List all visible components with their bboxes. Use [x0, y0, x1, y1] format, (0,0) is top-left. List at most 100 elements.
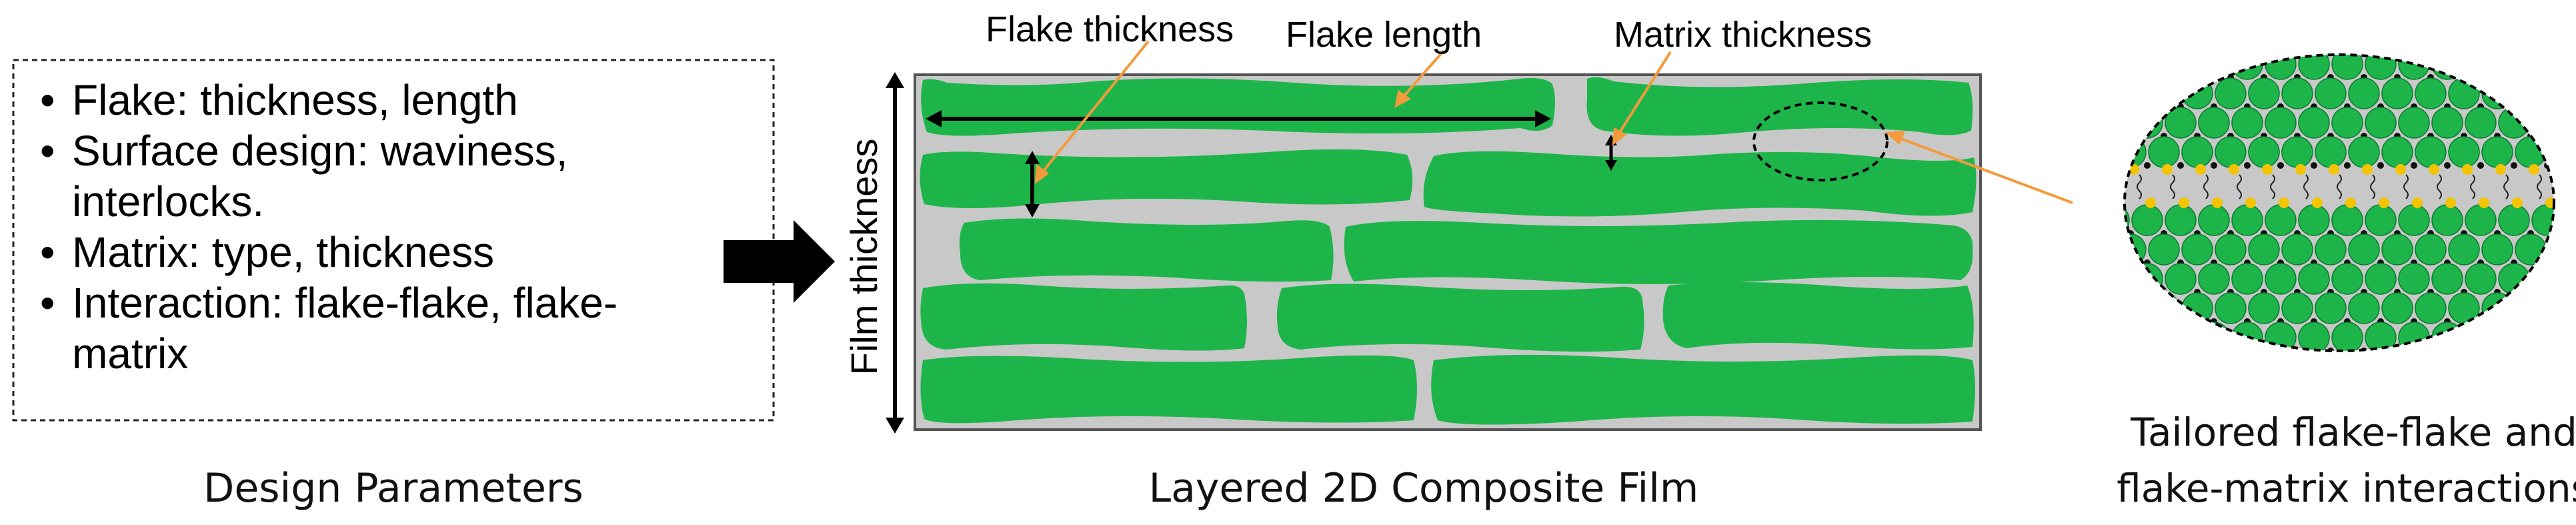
junction-node: [2427, 348, 2434, 351]
interaction-site: [2512, 197, 2523, 208]
interaction-site: [2429, 164, 2439, 175]
interaction-link: [2137, 174, 2142, 199]
junction-node: [2527, 74, 2534, 81]
junction-node: [2127, 289, 2134, 296]
flake-particle: [2481, 136, 2513, 168]
flake-particle: [2281, 77, 2313, 109]
flake: [1662, 282, 1974, 350]
interaction-site: [2312, 197, 2323, 208]
flake: [1431, 354, 1975, 425]
junction-node: [2144, 162, 2151, 169]
flake-particle: [2148, 292, 2180, 324]
junction-node: [2227, 348, 2234, 351]
interaction-site: [2262, 164, 2273, 175]
flake-particle: [2331, 204, 2363, 236]
junction-node: [2177, 162, 2184, 169]
flake-particle: [2125, 136, 2147, 168]
flake-particle: [2215, 136, 2247, 168]
junction-node: [2511, 318, 2517, 325]
flake-particle: [2148, 77, 2180, 109]
flake-particle: [2398, 55, 2430, 80]
film-thickness-arrowhead-top: [886, 72, 904, 88]
interaction-link: [2403, 174, 2409, 199]
interaction-site: [2479, 197, 2489, 208]
flake-particle: [2165, 322, 2197, 351]
zoom-outline: [2123, 53, 2555, 352]
flake-particle: [2515, 136, 2547, 168]
flake-particle: [2381, 77, 2413, 109]
junction-node: [2144, 103, 2151, 110]
flake-particle: [2381, 292, 2413, 324]
flake-particle: [2448, 292, 2480, 324]
interaction-link: [2370, 174, 2375, 199]
flake-particle: [2298, 263, 2330, 295]
flake: [921, 78, 1555, 136]
flake-particle: [2215, 233, 2247, 266]
leader-interaction-head: [1885, 130, 1905, 145]
interaction-site: [2295, 164, 2306, 175]
interaction-link: [2470, 174, 2475, 199]
flake-particle: [2265, 107, 2297, 139]
interaction-site: [2529, 164, 2539, 175]
annotation-leaders: [1034, 40, 2073, 204]
flake-particle: [2265, 204, 2297, 236]
flake-particle: [2481, 77, 2513, 109]
flake-particle: [2131, 55, 2163, 80]
flake-particle: [2531, 55, 2554, 80]
interaction-site: [2212, 197, 2223, 208]
flake-particle: [2315, 136, 2347, 168]
flake-particle: [2415, 292, 2447, 324]
interaction-site: [2245, 197, 2256, 208]
flake-particle: [2348, 77, 2380, 109]
flake: [920, 283, 1247, 351]
flake: [1276, 284, 1644, 352]
flake-particle: [2198, 204, 2230, 236]
junction-node: [2277, 162, 2284, 169]
flake-particle: [2465, 204, 2497, 236]
design-parameters-panel: • Flake: thickness, length • Surface des…: [12, 59, 775, 512]
junction-node: [2344, 162, 2351, 169]
junction-node: [2461, 348, 2467, 351]
flake-particle: [2298, 322, 2330, 351]
interaction-site: [2462, 164, 2473, 175]
flake-particle: [2231, 263, 2263, 295]
junction-node: [2444, 162, 2451, 169]
flake-particle: [2431, 263, 2463, 295]
flake-particle: [2165, 55, 2197, 80]
leader-matrix-thickness-head: [1612, 127, 1627, 146]
junction-node: [2544, 103, 2551, 110]
flake-particle: [2315, 233, 2347, 266]
junction-node: [2161, 74, 2167, 81]
flake-particle: [2298, 107, 2330, 139]
flake-particle: [2431, 107, 2463, 139]
flake-particle: [2515, 233, 2547, 266]
flake-thickness-label: Flake thickness: [986, 9, 1234, 49]
flake-particle: [2125, 322, 2130, 351]
interaction-link: [2203, 174, 2209, 199]
interaction-site: [2329, 164, 2339, 175]
flake-particle: [2125, 204, 2130, 236]
interface-highlight: [1752, 101, 1888, 181]
bullet-dot: •: [40, 279, 55, 327]
flake-particle: [2315, 292, 2347, 324]
matrix-thickness-label: Matrix thickness: [1614, 15, 1872, 55]
flake-particle: [2481, 292, 2513, 324]
flake-particle: [2531, 322, 2554, 351]
junction-node: [2561, 74, 2567, 81]
interaction-link: [2237, 174, 2242, 199]
flake-particle: [2415, 233, 2447, 266]
interaction-link: [2537, 174, 2542, 199]
leader-flake-length: [1399, 49, 1445, 101]
interaction-site: [2129, 164, 2139, 175]
flake-particle: [2125, 55, 2130, 80]
flake-particle: [2365, 55, 2397, 80]
flake-particle: [2281, 136, 2313, 168]
interaction-site: [2179, 197, 2189, 208]
parameters-box: [12, 59, 775, 422]
flake-particle: [2498, 204, 2530, 236]
junction-node: [2411, 162, 2417, 169]
junction-node: [2561, 289, 2567, 296]
junction-node: [2177, 318, 2184, 325]
flake-particle: [2348, 136, 2380, 168]
